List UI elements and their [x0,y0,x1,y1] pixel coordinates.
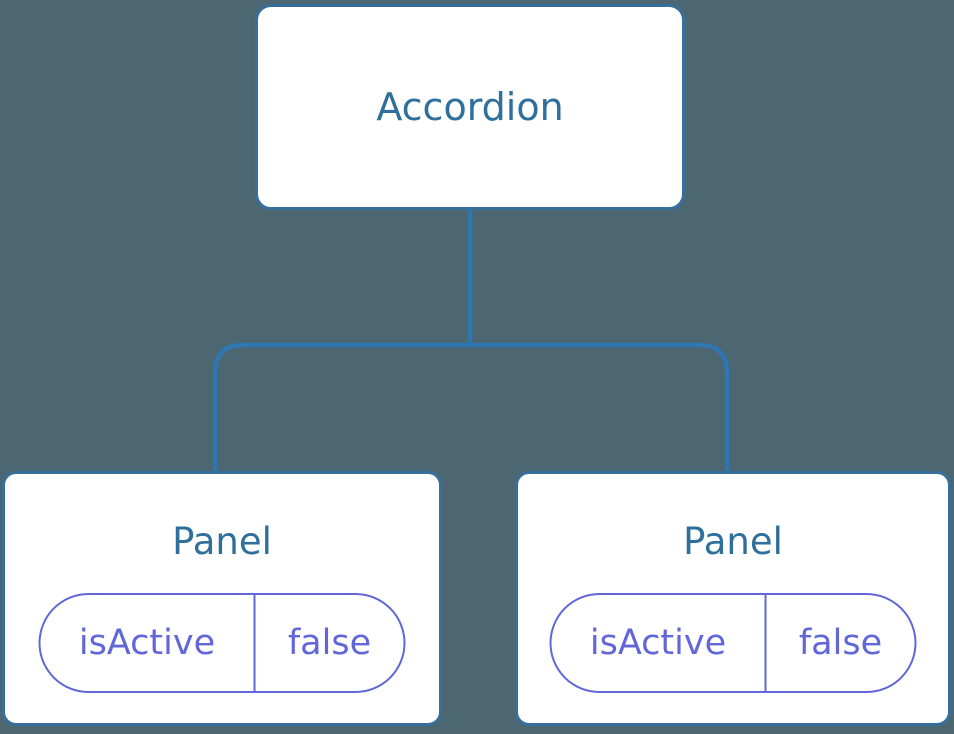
component-box-panel-left: Panel isActive false [2,471,442,726]
component-box-accordion: Accordion [255,4,685,210]
state-pill-divider [253,595,256,691]
component-label-panel: Panel [172,520,272,563]
state-pill: isActive false [38,593,406,693]
state-key: isActive [589,622,727,663]
state-pill-divider [764,595,767,691]
state-value: false [798,622,883,663]
component-box-panel-right: Panel isActive false [515,471,951,726]
state-pill: isActive false [549,593,917,693]
state-value: false [287,622,372,663]
state-key: isActive [78,622,216,663]
branch-bracket-line [212,342,730,473]
component-label-panel: Panel [683,520,783,563]
component-label-accordion: Accordion [376,85,564,129]
